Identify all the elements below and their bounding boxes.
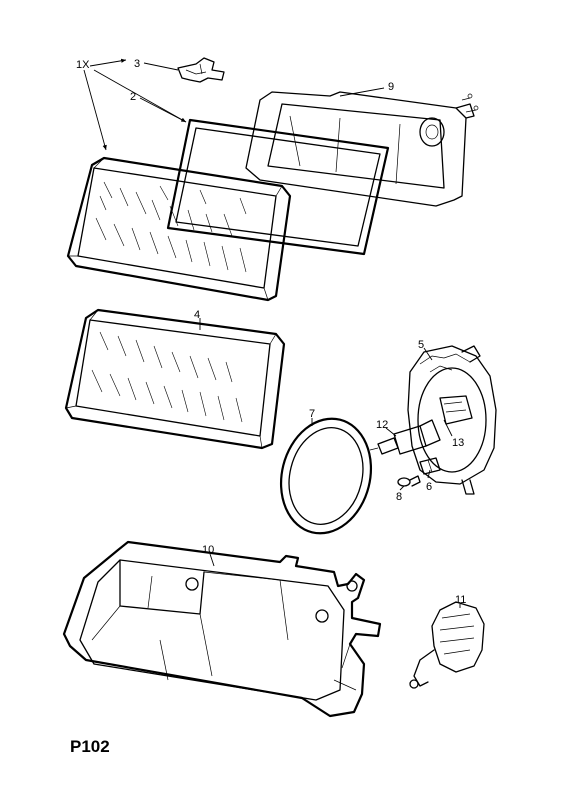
- sidelight-bulb-holder: [419, 457, 441, 475]
- headlamp-adjuster-motor: [409, 601, 485, 689]
- lamp-housing-lower: [62, 540, 382, 718]
- callout-12: 12: [376, 419, 388, 431]
- callout-13: 13: [452, 437, 464, 449]
- callout-8: 8: [396, 491, 402, 503]
- headlamp-bulb: [369, 419, 441, 455]
- callout-11: 11: [455, 594, 466, 606]
- callout-2: 2: [130, 91, 136, 103]
- headlamp-lens-upper: [66, 156, 292, 302]
- retaining-clip: [177, 57, 225, 83]
- callout-1x: 1X: [76, 59, 90, 71]
- leader-lines: [83, 58, 461, 608]
- callout-6: 6: [426, 481, 432, 493]
- callout-labels: 1X 3 2 9 4 5 7 12 13 6 8 10 11: [76, 58, 466, 606]
- callout-9: 9: [388, 81, 394, 93]
- headlamp-seal-frame: [166, 118, 390, 256]
- bulb-holder-assembly: [407, 345, 497, 495]
- sealing-ring: [279, 417, 373, 535]
- callout-5: 5: [418, 339, 424, 351]
- sidelight-bulb: [397, 475, 421, 487]
- callout-3: 3: [134, 58, 140, 70]
- callout-7: 7: [309, 408, 315, 420]
- callout-10: 10: [202, 544, 214, 556]
- page-code: P102: [70, 737, 110, 756]
- callout-4: 4: [194, 309, 200, 321]
- headlamp-lens-lower: [64, 308, 286, 450]
- lamp-housing-upper: [245, 91, 479, 207]
